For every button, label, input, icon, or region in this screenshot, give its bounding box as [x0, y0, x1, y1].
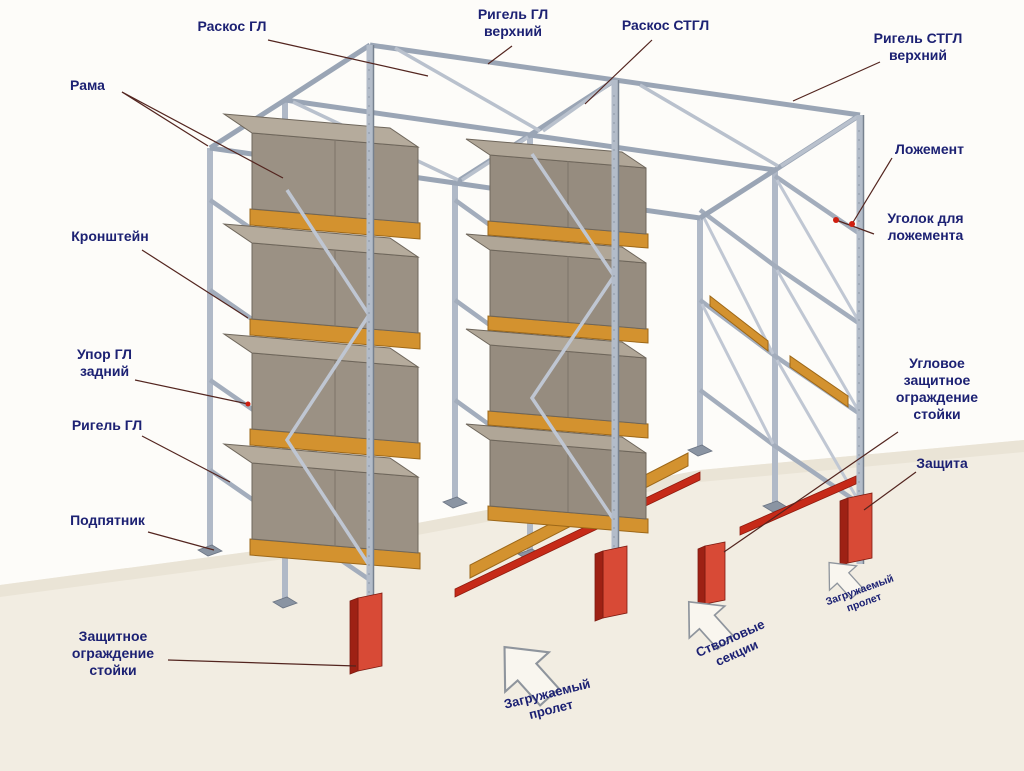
callout-raskos-stgl: Раскос СТГЛ: [621, 17, 710, 33]
callout-raskos-gl: Раскос ГЛ: [197, 18, 267, 34]
callout-zashchitnoe-ograzhdenie-stoyki: Защитное ограждение стойки: [71, 628, 155, 679]
rack-front-posts: [366, 45, 865, 660]
callout-ugolok-dlya-lozhementa: Уголок для ложемента: [887, 210, 964, 244]
floor-arrows: [503, 561, 864, 707]
callout-rama: Рама: [70, 77, 105, 93]
column-guards: [349, 492, 873, 675]
leader-lines: [121, 39, 917, 667]
callout-rigel-gl: Ригель ГЛ: [71, 417, 143, 433]
cargo-stack-middle: [465, 138, 649, 534]
cargo-stack-left: [222, 113, 421, 570]
callout-rigel-gl-verkhniy: Ригель ГЛ верхний: [477, 6, 549, 40]
callout-uglovoe-zashchitnoe-ograzhdenie: Угловое защитное ограждение стойки: [895, 355, 979, 423]
arrow-trunk-sections: [687, 600, 734, 651]
callout-kronshteyn: Кронштейн: [71, 228, 149, 244]
callout-rigel-stgl-verkhniy: Ригель СТГЛ верхний: [873, 30, 963, 64]
callout-lozhement: Ложемент: [895, 141, 964, 157]
callout-zashchita: Защита: [916, 455, 968, 471]
callout-podpyatnik: Подпятник: [70, 512, 145, 528]
frame-braces-right: [700, 179, 860, 501]
arrow-loading-aisle-center: [503, 645, 561, 707]
arrow-loading-aisle-right: [828, 561, 864, 600]
frame-braces-front: [284, 153, 617, 566]
callout-upor-gl-zadniy: Упор ГЛ задний: [76, 346, 133, 380]
leader-markers: [245, 217, 855, 407]
